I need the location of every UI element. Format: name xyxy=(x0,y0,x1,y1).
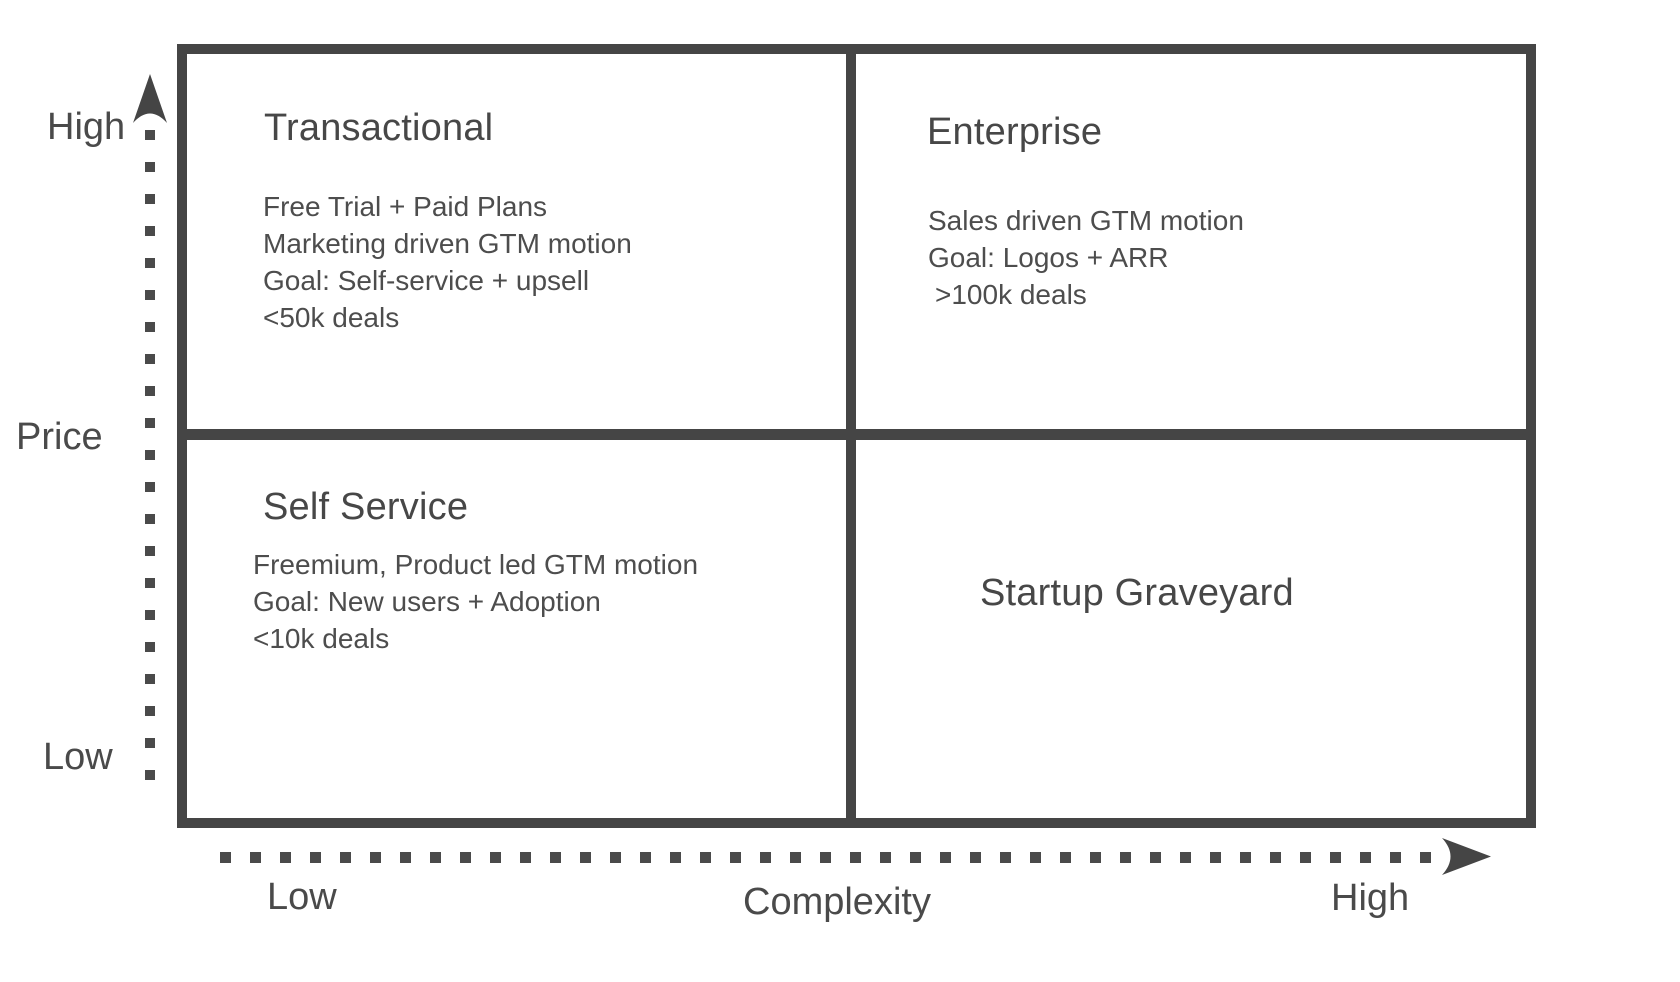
detail-line: Goal: Self-service + upsell xyxy=(263,265,590,296)
quadrant-top-left-details: Free Trial + Paid Plans Marketing driven… xyxy=(263,188,632,336)
y-axis-dotted-line xyxy=(145,130,155,802)
horizontal-divider xyxy=(177,429,1536,440)
y-axis-arrow-up-icon xyxy=(133,74,167,123)
x-axis-dotted-line xyxy=(220,852,1438,863)
detail-line: Marketing driven GTM motion xyxy=(263,228,632,259)
x-axis-high-label: High xyxy=(1331,877,1410,919)
detail-line: >100k deals xyxy=(935,279,1087,310)
y-axis-low-label: Low xyxy=(43,736,113,778)
x-axis-arrow-right-icon xyxy=(1442,838,1491,875)
y-axis-title: Price xyxy=(16,416,103,458)
detail-line: Goal: Logos + ARR xyxy=(928,242,1169,273)
quadrant-bottom-right-title: Startup Graveyard xyxy=(980,572,1294,614)
detail-line: Freemium, Product led GTM motion xyxy=(253,549,699,580)
quadrant-bottom-left-title: Self Service xyxy=(263,486,469,528)
detail-line: Sales driven GTM motion xyxy=(928,205,1244,236)
detail-line: Free Trial + Paid Plans xyxy=(263,191,548,222)
quadrant-top-right-title: Enterprise xyxy=(927,111,1103,153)
detail-line: <10k deals xyxy=(253,623,390,654)
x-axis-title: Complexity xyxy=(743,881,931,923)
quadrant-top-right-details: Sales driven GTM motion Goal: Logos + AR… xyxy=(928,202,1244,313)
detail-line: <50k deals xyxy=(263,302,400,333)
x-axis-low-label: Low xyxy=(267,876,337,918)
quadrant-top-left-title: Transactional xyxy=(264,107,494,149)
detail-line: Goal: New users + Adoption xyxy=(253,586,601,617)
y-axis-high-label: High xyxy=(47,106,126,148)
quadrant-bottom-left-details: Freemium, Product led GTM motion Goal: N… xyxy=(253,546,698,657)
